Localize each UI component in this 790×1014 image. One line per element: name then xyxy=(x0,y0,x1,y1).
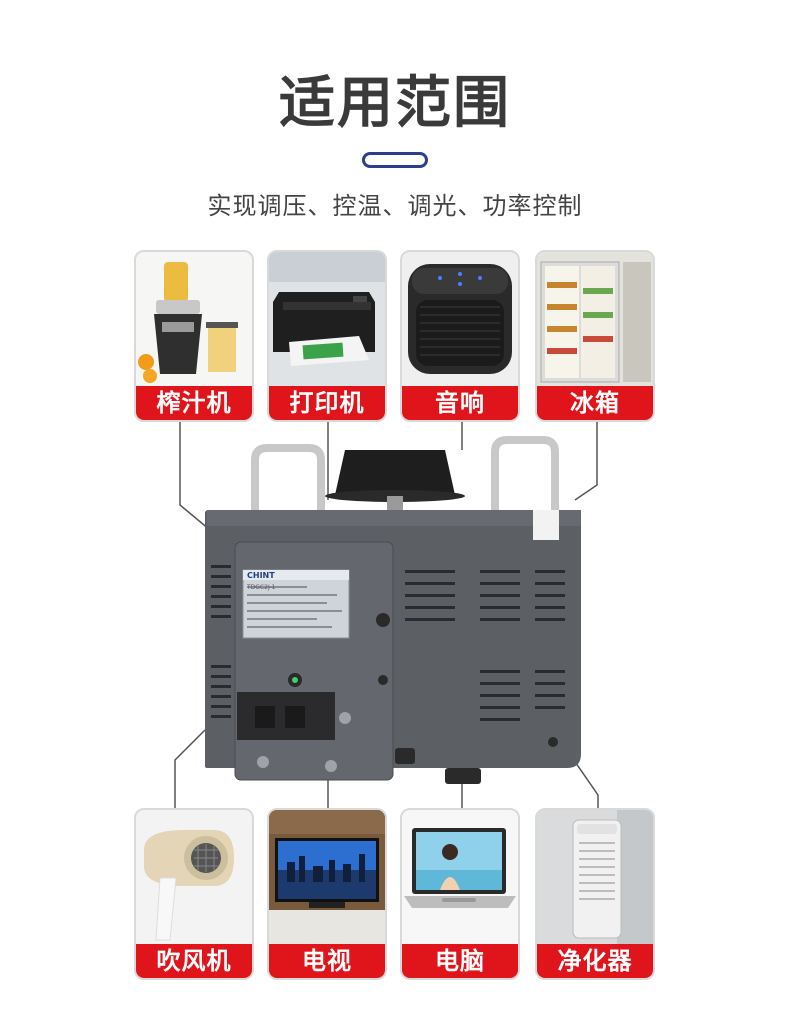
card-label: 电视 xyxy=(269,944,385,978)
card-label: 净化器 xyxy=(537,944,653,978)
tv-icon xyxy=(269,810,385,944)
connector-line-dryer xyxy=(174,729,206,812)
card-fridge[interactable]: 冰箱 xyxy=(535,250,655,422)
device-brand-text: CHINT xyxy=(247,571,275,580)
device-model-text: TDGC2J-1 xyxy=(247,584,276,591)
card-hair-dryer[interactable]: 吹风机 xyxy=(134,808,254,980)
card-label: 冰箱 xyxy=(537,386,653,420)
card-printer[interactable]: 打印机 xyxy=(267,250,387,422)
title-divider-pill xyxy=(362,152,428,168)
juicer-icon xyxy=(136,252,252,386)
card-label: 音响 xyxy=(402,386,518,420)
voltage-regulator-image xyxy=(205,436,581,784)
connector-line-juicer xyxy=(179,422,211,531)
card-juicer[interactable]: 榨汁机 xyxy=(134,250,254,422)
card-label: 打印机 xyxy=(269,386,385,420)
fridge-icon xyxy=(537,252,653,386)
card-label: 吹风机 xyxy=(136,944,252,978)
card-tv[interactable]: 电视 xyxy=(267,808,387,980)
card-label: 电脑 xyxy=(402,944,518,978)
speaker-icon xyxy=(402,252,518,386)
laptop-icon xyxy=(402,810,518,944)
connector-line-fridge xyxy=(574,422,598,501)
card-label: 榨汁机 xyxy=(136,386,252,420)
air-purifier-icon xyxy=(537,810,653,944)
card-air-purifier[interactable]: 净化器 xyxy=(535,808,655,980)
page-subtitle: 实现调压、控温、调光、功率控制 xyxy=(207,192,583,220)
page-title: 适用范围 xyxy=(279,71,511,136)
card-speaker[interactable]: 音响 xyxy=(400,250,520,422)
printer-icon xyxy=(269,252,385,386)
hair-dryer-icon xyxy=(136,810,252,944)
card-laptop[interactable]: 电脑 xyxy=(400,808,520,980)
